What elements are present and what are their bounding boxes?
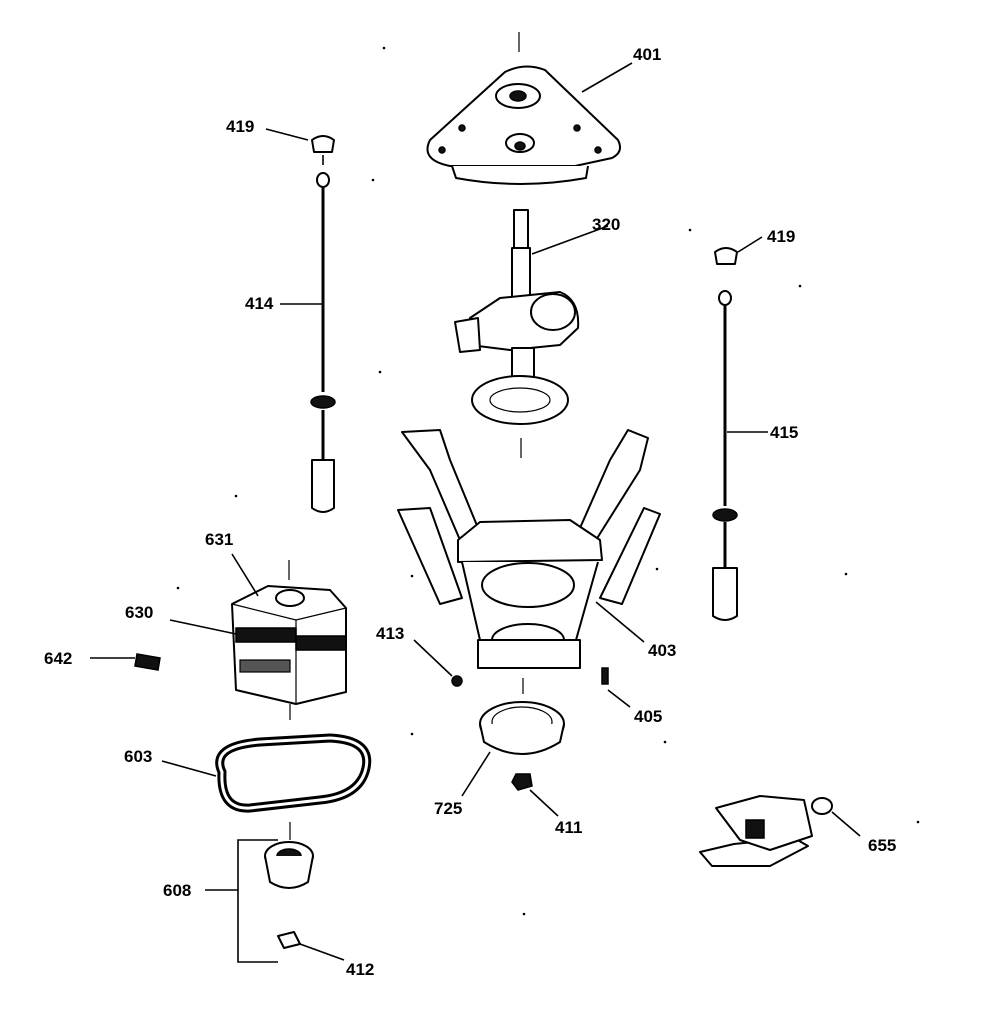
- callout-642: 642: [44, 649, 72, 668]
- callout-414: 414: [245, 294, 274, 313]
- callout-411: 411: [555, 818, 582, 837]
- callout-725: 725: [434, 799, 462, 818]
- part-419-cap-right: [714, 247, 738, 265]
- part-411-nut: [511, 773, 533, 791]
- callout-608: 608: [163, 881, 191, 900]
- part-630-motor: [231, 585, 347, 720]
- part-603-belt: [215, 733, 372, 813]
- callout-413: 413: [376, 624, 404, 643]
- callout-401: 401: [633, 45, 661, 64]
- part-414-rod: [310, 155, 336, 513]
- part-320-transmission: [454, 209, 580, 425]
- part-405-pin: [601, 667, 609, 685]
- callout-403: 403: [648, 641, 676, 660]
- part-642-clip: [134, 653, 161, 671]
- callout-603: 603: [124, 747, 152, 766]
- part-413-screw: [451, 675, 463, 687]
- part-419-cap-left: [311, 135, 335, 153]
- callout-419-left: 419: [226, 117, 254, 136]
- part-415-rod: [712, 290, 738, 621]
- callout-412: 412: [346, 960, 374, 979]
- part-401-cover: [426, 65, 621, 185]
- part-412-nut: [277, 931, 301, 949]
- callout-631: 631: [205, 530, 233, 549]
- callout-419-right: 419: [767, 227, 795, 246]
- part-725-pulley: [479, 701, 565, 755]
- callout-405: 405: [634, 707, 662, 726]
- callout-630: 630: [125, 603, 153, 622]
- callout-415: 415: [770, 423, 798, 442]
- part-608-pulley: [264, 841, 314, 889]
- part-403-base: [397, 429, 661, 669]
- callout-655: 655: [868, 836, 896, 855]
- callout-320: 320: [592, 215, 620, 234]
- part-655-switch: [699, 795, 833, 867]
